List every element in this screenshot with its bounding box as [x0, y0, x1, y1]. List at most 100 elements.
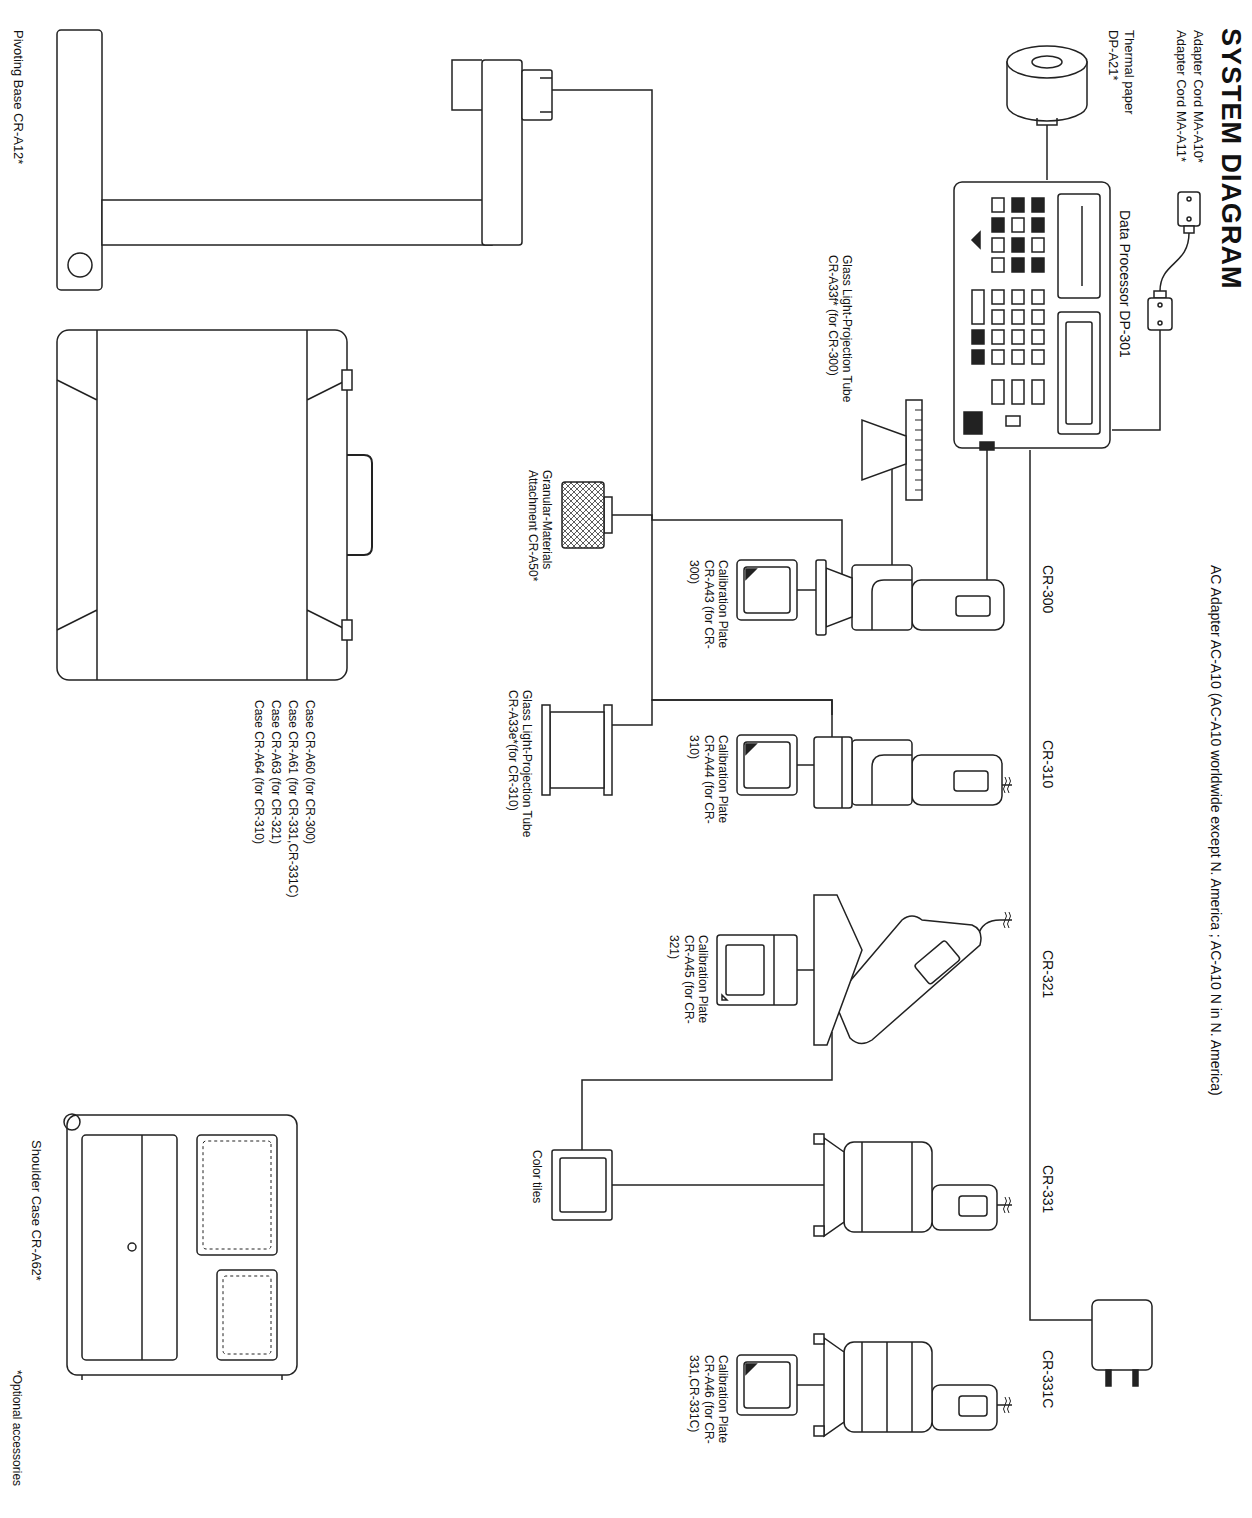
- adapter-cord-drawing: [1158, 303, 1162, 307]
- connector-line: [612, 700, 832, 725]
- processor-drawing: [1032, 198, 1044, 212]
- connector-line: [797, 764, 812, 766]
- processor-drawing: [972, 232, 980, 248]
- colorimeter: CR-331C: [812, 1330, 1012, 1440]
- colorimeter-drawing: [812, 895, 1012, 1060]
- processor-drawing: [1012, 218, 1024, 232]
- ac-adapter-drawing: [1072, 1300, 1152, 1386]
- adapter-cord-drawing: [1178, 192, 1200, 226]
- colorimeter-drawing: [824, 1338, 844, 1436]
- colorimeter-drawing: [1004, 1197, 1011, 1213]
- processor-drawing: [992, 290, 1004, 304]
- colorimeter-drawing: [852, 565, 912, 630]
- colorimeter-drawing: [872, 580, 912, 630]
- calibration-plate-drawing: [726, 945, 764, 995]
- processor-drawing: [1032, 290, 1044, 304]
- colorimeter-drawing: [816, 560, 826, 635]
- colorimeter-drawing: [956, 596, 990, 616]
- calibration-plate-drawing: [717, 935, 797, 1005]
- colorimeter: CR-300: [812, 540, 1012, 640]
- calibration-plate-drawing: [746, 569, 756, 579]
- part-label: AC Adapter AC-A10 (AC-A10 worldwide exce…: [1207, 565, 1224, 1096]
- part-label: Calibration Plate CR-A43 (for CR-300): [687, 560, 730, 660]
- colorimeter-drawing: [932, 1385, 997, 1430]
- processor-drawing: [1032, 258, 1044, 272]
- calibration-plate-drawing: [744, 1362, 790, 1408]
- footnote: *Optional accessories: [10, 1370, 24, 1486]
- shoulder-case: Shoulder Case CR-A62*: [62, 1110, 302, 1380]
- colorimeter-drawing: [824, 1138, 844, 1236]
- paper-roll-drawing: [1007, 46, 1087, 125]
- processor-drawing: [1012, 350, 1024, 364]
- ac-adapter: AC Adapter AC-A10 (AC-A10 worldwide exce…: [1072, 1290, 1162, 1390]
- colorimeter-drawing: [959, 1196, 987, 1216]
- case-drawing: [342, 370, 352, 390]
- calibration-plate: Calibration Plate CR-A45 (for CR-321): [717, 935, 797, 1005]
- colorimeter-drawing: [812, 1334, 1012, 1436]
- adapter-cord-drawing: [1154, 291, 1166, 298]
- part-label: Thermal paper DP-A21*: [1106, 30, 1137, 122]
- case-drawing: [347, 455, 372, 555]
- adapter-cord-drawing: [1160, 233, 1189, 291]
- adapter-cord-drawing: [1187, 217, 1191, 221]
- diagram-title: SYSTEM DIAGRAM: [1215, 28, 1246, 290]
- color-tiles: Color tiles: [552, 1150, 612, 1220]
- connector-line: [1030, 450, 1072, 1320]
- pivoting-base-drawing: [482, 60, 522, 245]
- colorimeter-drawing: [1002, 784, 1012, 786]
- colorimeter-drawing: [844, 1342, 932, 1432]
- part-label: Pivoting Base CR-A12*: [10, 30, 26, 164]
- processor-drawing: [1012, 380, 1024, 404]
- calibration-plate: Calibration Plate CR-A43 (for CR-300): [737, 560, 797, 620]
- shoulder-case-drawing: [64, 1114, 80, 1130]
- processor-drawing: [972, 350, 984, 364]
- calibration-plate-drawing: [746, 1364, 756, 1374]
- colorimeter: CR-310: [812, 715, 1012, 815]
- part-label: CR-331C: [1039, 1350, 1056, 1408]
- ac-adapter-drawing: [1106, 1370, 1111, 1386]
- pivoting-base-drawing: [522, 70, 552, 120]
- shoulder-case-drawing: [128, 1243, 136, 1251]
- processor-drawing: [1012, 258, 1024, 272]
- pivoting-base-drawing: [68, 253, 92, 277]
- shoulder-case-drawing: [223, 1276, 271, 1354]
- processor-drawing: [1032, 238, 1044, 252]
- calibration-plate-drawing: [744, 742, 790, 788]
- shoulder-case-drawing: [141, 1135, 143, 1360]
- shoulder-case-drawing: [64, 1114, 297, 1380]
- data-processor: Data Processor DP-301: [952, 180, 1112, 450]
- processor-drawing: [1012, 330, 1024, 344]
- shoulder-case-drawing: [67, 1115, 297, 1375]
- connector-line: [891, 500, 893, 540]
- processor-drawing: [1032, 218, 1044, 232]
- part-label: Calibration Plate CR-A46 (for CR-331,CR-…: [687, 1355, 730, 1455]
- processor-drawing: [1012, 198, 1024, 212]
- processor-drawing: [1032, 380, 1044, 404]
- projection-tube-drawing: [862, 400, 922, 500]
- processor-drawing: [972, 330, 984, 344]
- part-label: CR-331: [1039, 1165, 1056, 1213]
- processor-drawing: [1066, 322, 1092, 424]
- connector-line: [612, 1184, 812, 1186]
- ac-adapter-drawing: [1072, 1319, 1092, 1321]
- shoulder-case-drawing: [217, 1270, 277, 1360]
- granular-attachment-drawing: [604, 497, 612, 533]
- calibration-plate: Calibration Plate CR-A46 (for CR-331,CR-…: [737, 1355, 797, 1415]
- case-drawing: [57, 330, 347, 680]
- adapter-cord-drawing: [1148, 298, 1172, 330]
- granular-attachment-drawing: [562, 482, 612, 548]
- colorimeter-drawing: [912, 580, 1004, 630]
- projection-tube: Glass Light-Projection Tube CR-A33e*(for…: [542, 700, 612, 800]
- colorimeter-drawing: [1004, 912, 1011, 928]
- processor-drawing: [1058, 312, 1100, 434]
- calibration-plate-drawing: [737, 560, 797, 620]
- projection-tube-drawing: [915, 410, 922, 490]
- paper-roll-drawing: [1037, 118, 1057, 125]
- processor-drawing: [992, 238, 1004, 252]
- projection-tube-drawing: [542, 705, 612, 795]
- adapter-cord-drawing: [1158, 321, 1162, 325]
- part-label: Glass Light-Projection Tube CR-A33e*(for…: [505, 690, 534, 855]
- colorimeter-drawing: [912, 755, 1002, 805]
- part-label: Shoulder Case CR-A62*: [28, 1140, 44, 1281]
- colorimeter-drawing: [812, 540, 892, 590]
